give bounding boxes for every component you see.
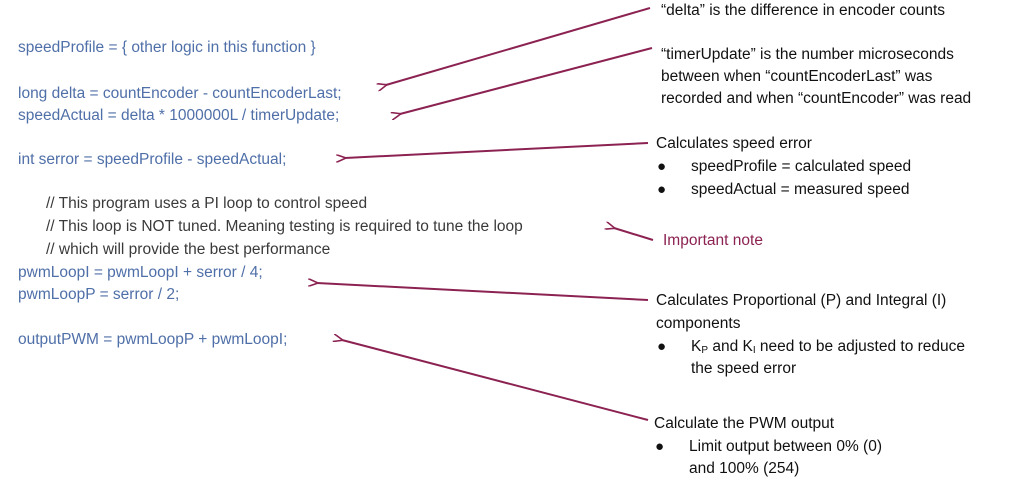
code-line-delta: long delta = countEncoder - countEncoder…	[18, 85, 342, 102]
note-error-title: Calculates speed error	[656, 135, 812, 152]
bullet-icon: ●	[657, 338, 667, 355]
note-error-bullet-1: speedProfile = calculated speed	[691, 158, 912, 175]
note-pwm-title: Calculate the PWM output	[654, 415, 835, 432]
code-line-speed-profile: speedProfile = { other logic in this fun…	[18, 39, 316, 56]
code-line-output-pwm: outputPWM = pwmLoopP + pwmLoopI;	[18, 331, 288, 348]
note-pi-bullet-1-line2: the speed error	[691, 360, 797, 377]
note-timer-line2: between when “countEncoderLast” was	[661, 68, 933, 85]
bullet-icon: ●	[657, 181, 667, 198]
bullet-icon: ●	[655, 438, 665, 455]
code-comment-1: // This program uses a PI loop to contro…	[46, 195, 368, 212]
note-delta: “delta” is the difference in encoder cou…	[661, 2, 946, 19]
note-timer-line1: “timerUpdate” is the number microseconds	[661, 46, 954, 63]
note-pi-bullet-1: KP and KI need to be adjusted to reduce	[691, 338, 966, 356]
note-error-bullet-2: speedActual = measured speed	[691, 181, 910, 198]
note-important: Important note	[663, 232, 763, 249]
arrow-important	[614, 228, 654, 241]
bullet-icon: ●	[657, 158, 667, 175]
code-line-speed-actual: speedActual = delta * 1000000L / timerUp…	[18, 107, 340, 124]
note-pi-title-line2: components	[656, 315, 741, 332]
note-pwm-bullet-1: Limit output between 0% (0)	[689, 438, 882, 455]
code-line-pwm-loop-i: pwmLoopI = pwmLoopI + serror / 4;	[18, 264, 263, 281]
code-comment-3: // which will provide the best performan…	[46, 241, 331, 258]
arrow-serror	[345, 142, 649, 158]
code-comment-2: // This loop is NOT tuned. Meaning testi…	[46, 218, 523, 235]
code-line-pwm-loop-p: pwmLoopP = serror / 2;	[18, 286, 180, 303]
code-line-serror: int serror = speedProfile - speedActual;	[18, 151, 287, 168]
arrow-timer	[400, 47, 653, 114]
arrow-delta	[386, 7, 651, 85]
arrow-pi	[317, 283, 649, 301]
note-pi-title-line1: Calculates Proportional (P) and Integral…	[656, 292, 947, 309]
note-timer-line3: recorded and when “countEncoder” was rea…	[661, 90, 972, 107]
arrow-pwm	[342, 340, 649, 421]
note-pwm-bullet-1-line2: and 100% (254)	[689, 460, 800, 477]
